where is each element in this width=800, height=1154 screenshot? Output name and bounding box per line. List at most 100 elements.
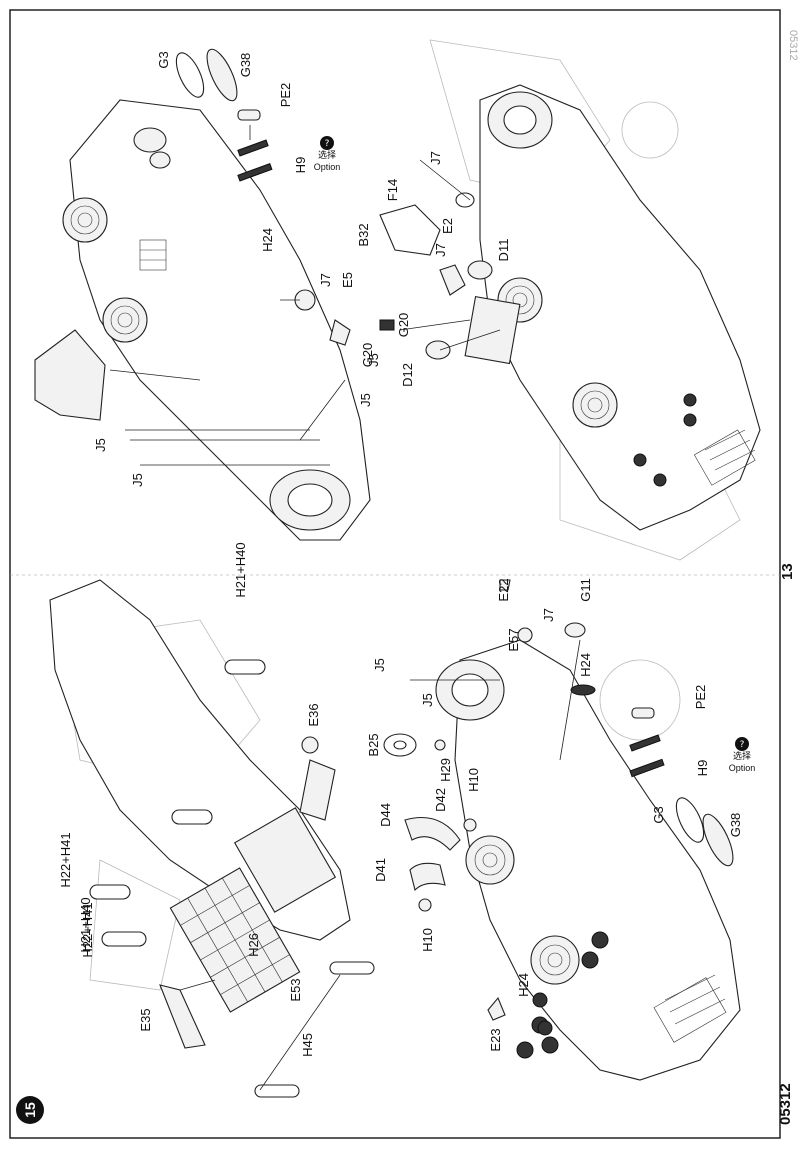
part-g11 bbox=[564, 622, 586, 638]
upper-hull-left bbox=[49, 579, 375, 1098]
engine-fan bbox=[465, 835, 515, 885]
option-mark: ? bbox=[740, 740, 745, 750]
option-badge-top: ? 选择 Option bbox=[314, 136, 341, 172]
part-label: D11 bbox=[496, 239, 511, 262]
engine-fan bbox=[572, 382, 618, 428]
part-label: H26 bbox=[246, 933, 261, 957]
part-j7 bbox=[487, 996, 506, 1021]
option-badge-bottom: ? 选择 Option bbox=[729, 737, 756, 773]
part-label: E35 bbox=[138, 1008, 153, 1031]
option-circle-icon bbox=[735, 737, 749, 751]
part-label: E23 bbox=[488, 1028, 503, 1051]
part-h21-h40 bbox=[224, 659, 266, 675]
part-e5 bbox=[329, 319, 351, 346]
part-label: G20 bbox=[360, 343, 375, 368]
part-h45-b bbox=[254, 1084, 300, 1098]
part-label: E36 bbox=[306, 703, 321, 726]
part-e36-plate bbox=[299, 759, 336, 821]
block-part bbox=[464, 295, 521, 365]
part-g38 bbox=[206, 48, 238, 102]
part-label: H21+H40 bbox=[233, 542, 248, 597]
engine-fan bbox=[62, 197, 108, 243]
part-label: D41 bbox=[373, 858, 388, 882]
part-label: G20 bbox=[396, 313, 411, 338]
part-label: H10 bbox=[466, 768, 481, 792]
option-english: Option bbox=[314, 162, 341, 172]
part-label: E57 bbox=[506, 628, 521, 651]
part-g20 bbox=[439, 264, 466, 296]
part-g3 bbox=[175, 52, 205, 98]
option-mark: ? bbox=[325, 139, 330, 149]
engine-fan bbox=[530, 935, 580, 985]
part-g20-small bbox=[379, 319, 395, 331]
part-e22 bbox=[499, 579, 511, 591]
part-label: PE2 bbox=[693, 685, 708, 710]
option-chinese: 选择 bbox=[733, 750, 751, 762]
part-label: J7 bbox=[433, 243, 448, 257]
part-h22-h41 bbox=[171, 809, 213, 825]
part-label: H10 bbox=[420, 928, 435, 952]
part-label: PE2 bbox=[278, 83, 293, 108]
part-h10-b bbox=[463, 818, 477, 832]
part-label: G11 bbox=[578, 578, 593, 602]
kit-number-mirror: 05312 bbox=[787, 30, 799, 61]
hull-body bbox=[454, 639, 741, 1081]
part-label: J5 bbox=[130, 473, 145, 487]
part-h45 bbox=[329, 961, 375, 975]
part-h29 bbox=[434, 739, 446, 751]
part-pe2-a bbox=[237, 109, 261, 121]
option-chinese: 选择 bbox=[318, 149, 336, 161]
part-e35 bbox=[159, 984, 206, 1049]
part-label: B32 bbox=[356, 223, 371, 246]
part-g38 bbox=[702, 813, 734, 867]
part-label: G3 bbox=[651, 806, 666, 823]
part-label: H24 bbox=[578, 653, 593, 677]
part-h22-h41-b bbox=[101, 931, 147, 947]
part-g3 bbox=[675, 797, 705, 843]
part-label: D12 bbox=[400, 363, 415, 387]
engine-fan bbox=[102, 297, 148, 343]
part-label: H22+H41 bbox=[80, 902, 95, 957]
option-english: Option bbox=[729, 763, 756, 773]
part-label: E2 bbox=[440, 218, 455, 234]
part-label: H45 bbox=[300, 1033, 315, 1057]
part-label: H24 bbox=[516, 973, 531, 997]
part-label: J7 bbox=[541, 608, 556, 622]
part-label: E53 bbox=[288, 978, 303, 1001]
part-h10 bbox=[418, 898, 432, 912]
page-frame bbox=[9, 9, 781, 1139]
step-badge: 15 bbox=[16, 1096, 44, 1124]
part-label: H22+H41 bbox=[58, 832, 73, 887]
hull-assembly-bottom-right bbox=[383, 579, 741, 1081]
part-label: J5 bbox=[366, 353, 381, 367]
box-part bbox=[34, 329, 106, 421]
part-h9 bbox=[629, 758, 665, 778]
part-e57 bbox=[517, 627, 533, 643]
part-h9 bbox=[237, 163, 273, 182]
part-d12 bbox=[425, 340, 451, 360]
part-h24 bbox=[570, 684, 596, 696]
page-number: 13 bbox=[779, 563, 796, 580]
part-labels: H21+H40H22+H41H21+H40H22+H41E36E35E53H26… bbox=[58, 51, 743, 1057]
step-number: 15 bbox=[22, 1102, 38, 1118]
part-label: G38 bbox=[238, 53, 253, 78]
part-b32 bbox=[379, 204, 441, 256]
part-label: J5 bbox=[420, 693, 435, 707]
part-label: J5 bbox=[93, 438, 108, 452]
part-label: H21+H40 bbox=[78, 897, 93, 952]
part-label: J5 bbox=[372, 658, 387, 672]
part-label: J5 bbox=[358, 393, 373, 407]
part-label: H9 bbox=[293, 157, 308, 174]
part-label: H29 bbox=[438, 758, 453, 782]
engine-grill bbox=[233, 807, 337, 913]
part-label: D42 bbox=[433, 788, 448, 812]
part-label: H24 bbox=[260, 228, 275, 252]
part-label: J7 bbox=[318, 273, 333, 287]
part-label: H9 bbox=[695, 760, 710, 777]
kit-number: 05312 bbox=[777, 1083, 794, 1125]
part-d42-d44 bbox=[404, 816, 461, 851]
part-label: J7 bbox=[428, 151, 443, 165]
part-label: E22 bbox=[496, 578, 511, 601]
